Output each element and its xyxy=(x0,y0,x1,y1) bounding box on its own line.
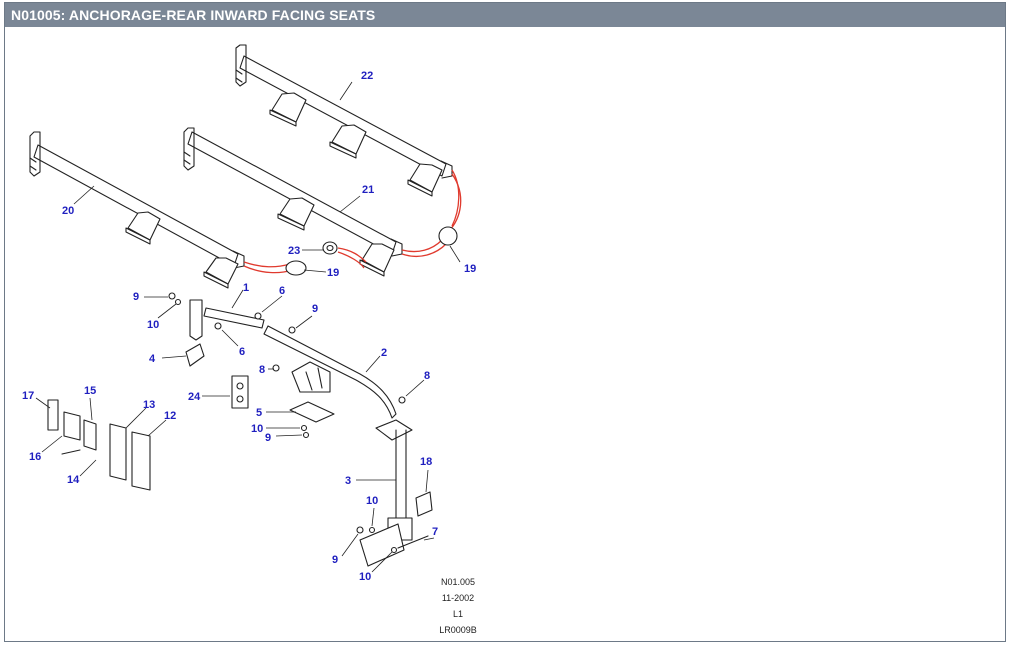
seat-rail-21 xyxy=(183,127,403,277)
callout-22: 22 xyxy=(361,70,373,82)
ref-code: N01.005 xyxy=(441,577,475,587)
callout-23: 23 xyxy=(288,245,300,257)
callout-19: 19 xyxy=(464,263,476,275)
callout-9: 9 xyxy=(312,303,318,315)
ref-date: 11-2002 xyxy=(442,593,474,603)
callout-9: 9 xyxy=(133,291,139,303)
callout-2: 2 xyxy=(381,347,387,359)
drawing-reference: N01.005 11-2002 L1 LR0009B xyxy=(439,577,477,635)
callout-10: 10 xyxy=(359,571,371,583)
callout-24: 24 xyxy=(188,391,201,403)
leader-lines xyxy=(35,81,461,573)
callout-12: 12 xyxy=(164,410,176,422)
callout-21: 21 xyxy=(362,184,374,196)
callout-10: 10 xyxy=(366,495,378,507)
diagram-panel: N01005: ANCHORAGE-REAR INWARD FACING SEA… xyxy=(4,2,1006,642)
title-bar: N01005: ANCHORAGE-REAR INWARD FACING SEA… xyxy=(5,3,1005,27)
callout-17: 17 xyxy=(22,390,34,402)
bracket-18 xyxy=(415,491,433,517)
bolt-7 xyxy=(397,535,429,549)
page-title: N01005: ANCHORAGE-REAR INWARD FACING SEA… xyxy=(11,7,376,23)
callout-16: 16 xyxy=(29,451,41,463)
callout-14: 14 xyxy=(67,474,80,486)
callout-3: 3 xyxy=(345,475,351,487)
callout-7: 7 xyxy=(432,526,438,538)
callout-20: 20 xyxy=(62,205,74,217)
callout-8: 8 xyxy=(259,364,265,376)
callout-10: 10 xyxy=(147,319,159,331)
fasteners xyxy=(168,292,406,554)
callout-15: 15 xyxy=(84,385,96,397)
ref-drawing: LR0009B xyxy=(439,625,477,635)
callout-5: 5 xyxy=(256,407,262,419)
callout-4: 4 xyxy=(149,353,156,365)
callout-8: 8 xyxy=(424,370,430,382)
callout-10: 10 xyxy=(251,423,263,435)
plate-24 xyxy=(231,375,249,409)
ref-level: L1 xyxy=(453,609,463,619)
side-brackets xyxy=(47,399,151,491)
plate-5 xyxy=(289,401,335,423)
frame-assembly xyxy=(189,299,413,541)
callout-9: 9 xyxy=(332,554,338,566)
mounting-block xyxy=(359,523,405,567)
callout-13: 13 xyxy=(143,399,155,411)
callout-1: 1 xyxy=(243,282,249,294)
bracket-4 xyxy=(185,343,205,367)
rubber-bumpers xyxy=(285,226,458,276)
callouts: 22 21 20 23 19 19 9 10 1 6 9 6 4 2 8 8 2… xyxy=(22,70,476,583)
seat-rail-22 xyxy=(235,44,453,197)
callout-6: 6 xyxy=(239,346,245,358)
callout-18: 18 xyxy=(420,456,432,468)
callout-9: 9 xyxy=(265,432,271,444)
callout-6: 6 xyxy=(279,285,285,297)
callout-19: 19 xyxy=(327,267,339,279)
seat-rail-20 xyxy=(29,131,245,289)
